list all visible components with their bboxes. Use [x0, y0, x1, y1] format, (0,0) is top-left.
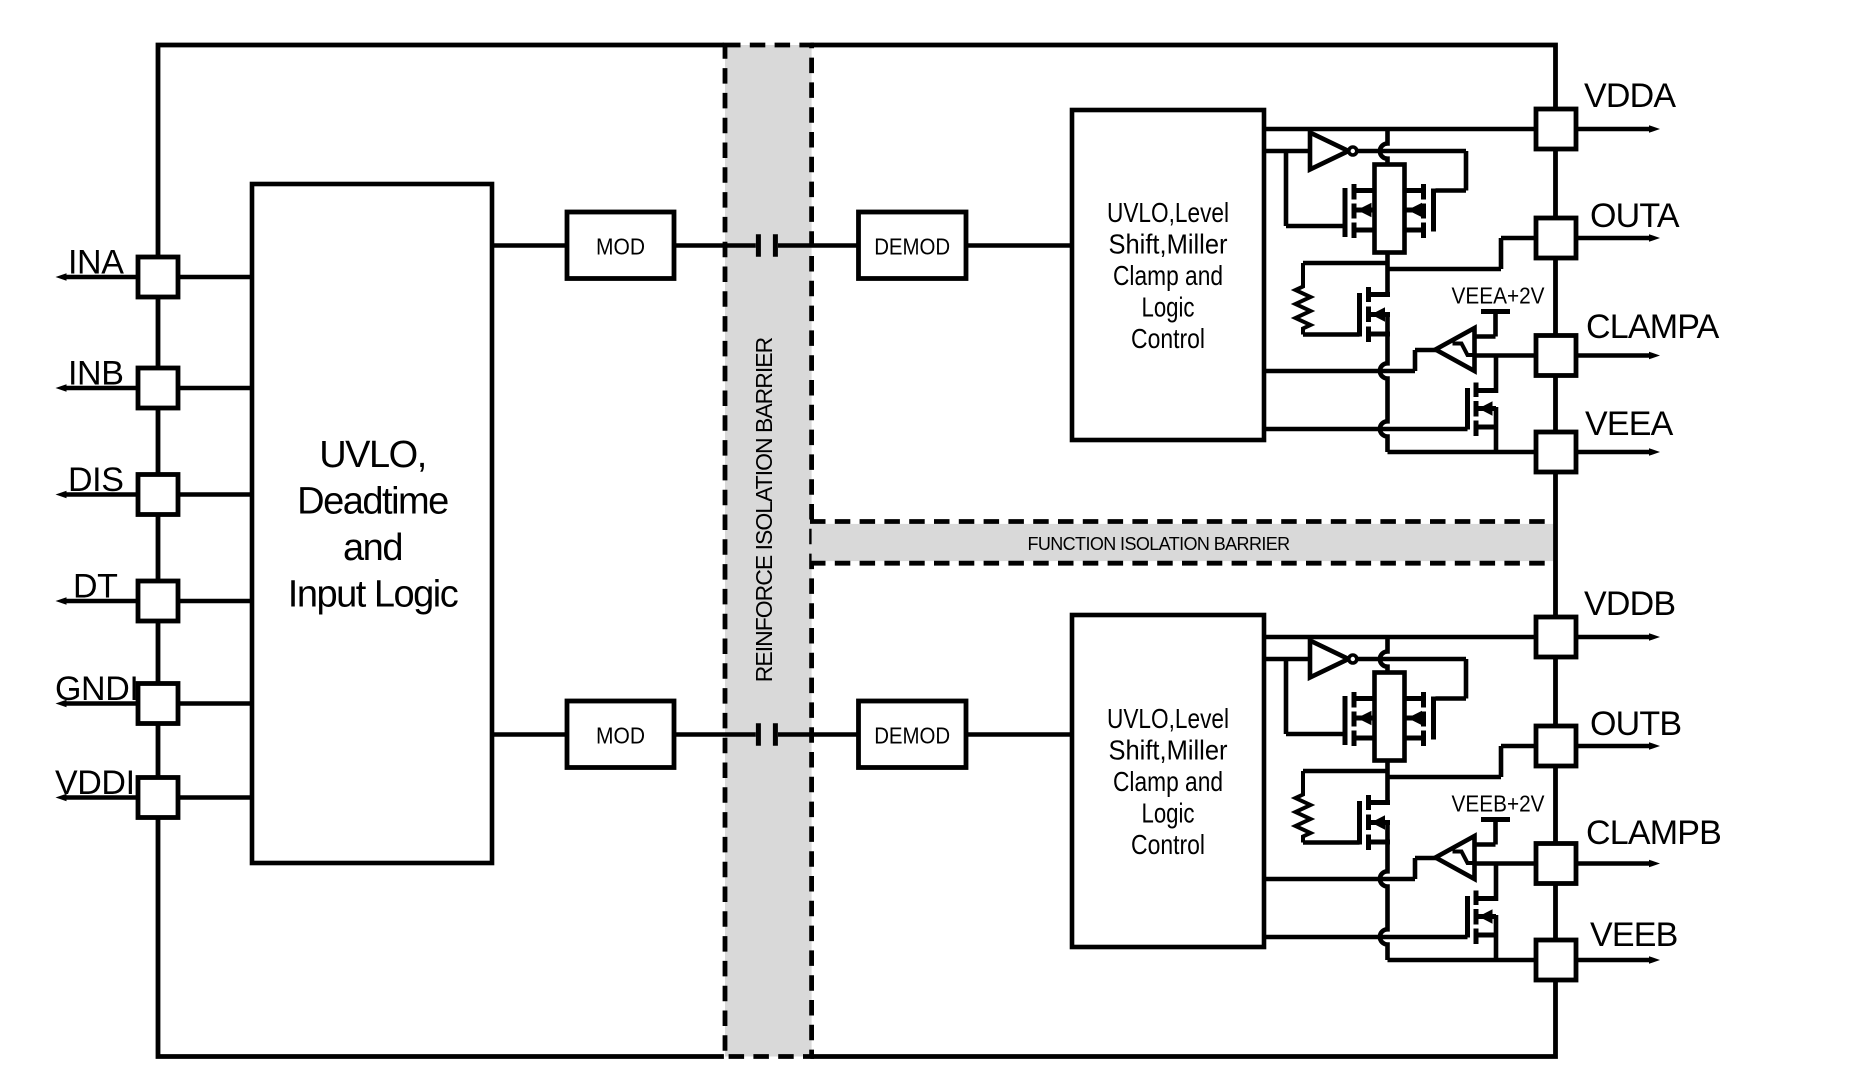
svg-text:Shift,Miller: Shift,Miller	[1109, 229, 1228, 260]
svg-text:Clamp and: Clamp and	[1113, 766, 1223, 797]
svg-text:VEEB+2V: VEEB+2V	[1452, 791, 1546, 817]
svg-text:Shift,Miller: Shift,Miller	[1109, 735, 1228, 766]
svg-text:VEEB: VEEB	[1590, 916, 1678, 954]
svg-text:Logic: Logic	[1142, 292, 1195, 323]
svg-text:DIS: DIS	[68, 461, 123, 499]
svg-text:VEEA+2V: VEEA+2V	[1452, 283, 1546, 309]
svg-text:OUTB: OUTB	[1590, 705, 1681, 743]
svg-text:UVLO,: UVLO,	[319, 434, 426, 476]
svg-text:VDDB: VDDB	[1584, 585, 1675, 623]
svg-text:INA: INA	[68, 244, 124, 282]
svg-text:UVLO,Level: UVLO,Level	[1107, 197, 1229, 228]
svg-text:Control: Control	[1131, 829, 1205, 860]
svg-text:Logic: Logic	[1142, 798, 1195, 829]
svg-text:MOD: MOD	[596, 723, 645, 749]
svg-text:Deadtime: Deadtime	[297, 481, 448, 523]
svg-text:VDDA: VDDA	[1584, 77, 1676, 115]
svg-text:REINFORCE ISOLATION BARRIER: REINFORCE ISOLATION BARRIER	[751, 337, 777, 682]
svg-text:CLAMPB: CLAMPB	[1586, 814, 1721, 852]
svg-text:GNDI: GNDI	[55, 670, 138, 708]
svg-text:and: and	[343, 527, 402, 569]
svg-text:INB: INB	[68, 355, 123, 393]
svg-text:DT: DT	[73, 568, 118, 606]
svg-text:Input Logic: Input Logic	[288, 574, 458, 616]
svg-text:DEMOD: DEMOD	[874, 234, 950, 260]
svg-text:DEMOD: DEMOD	[874, 723, 950, 749]
svg-text:Clamp and: Clamp and	[1113, 260, 1223, 291]
svg-text:MOD: MOD	[596, 234, 645, 260]
svg-text:VDDI: VDDI	[55, 764, 135, 802]
svg-text:VEEA: VEEA	[1585, 405, 1674, 443]
svg-text:OUTA: OUTA	[1590, 197, 1680, 235]
svg-text:FUNCTION ISOLATION BARRIER: FUNCTION ISOLATION BARRIER	[1027, 534, 1290, 554]
svg-text:CLAMPA: CLAMPA	[1586, 308, 1720, 346]
svg-text:UVLO,Level: UVLO,Level	[1107, 703, 1229, 734]
svg-text:Control: Control	[1131, 323, 1205, 354]
